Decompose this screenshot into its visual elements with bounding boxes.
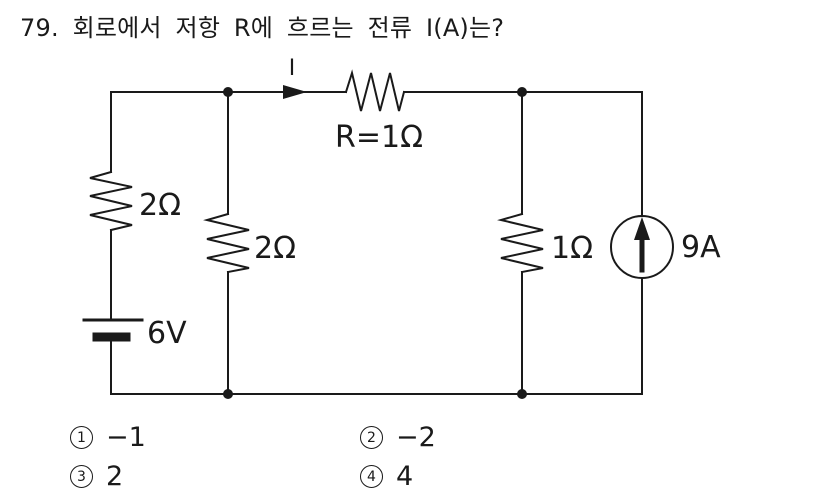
choice-3-marker: 3 (70, 465, 93, 488)
left-resistor-label: 2Ω (139, 188, 181, 223)
right-resistor-zigzag (497, 212, 544, 274)
left-resistor-zigzag (89, 170, 133, 232)
node-dot-top-left (223, 87, 233, 97)
choice-1-marker: 1 (70, 426, 93, 449)
choice-3: 3 2 (70, 463, 123, 490)
choice-2-value: −2 (396, 422, 436, 453)
choice-1-value: −1 (106, 422, 146, 453)
middle-resistor-label: 2Ω (254, 231, 296, 266)
choice-2-marker: 2 (360, 426, 383, 449)
current-source-arrow-head (634, 217, 650, 240)
current-arrow-icon (283, 85, 307, 99)
choice-4: 4 4 (360, 463, 413, 490)
node-dot-top-right (517, 87, 527, 97)
question-text: 79. 회로에서 저항 R에 흐르는 전류 I(A)는? (20, 14, 505, 42)
resistor-r-label: R=1Ω (335, 120, 423, 155)
resistor-r-zigzag (344, 69, 406, 112)
battery-label: 6V (147, 316, 187, 351)
choice-4-value: 4 (396, 461, 414, 492)
current-label: I (289, 56, 296, 81)
current-source-label: 9A (681, 230, 721, 265)
choice-3-value: 2 (106, 461, 124, 492)
choice-2: 2 −2 (360, 424, 436, 451)
choice-1: 1 −1 (70, 424, 146, 451)
node-dot-bottom-right (517, 389, 527, 399)
node-dot-bottom-left (223, 389, 233, 399)
right-resistor-label: 1Ω (551, 231, 593, 266)
choice-4-marker: 4 (360, 465, 383, 488)
middle-resistor-zigzag (203, 212, 250, 274)
